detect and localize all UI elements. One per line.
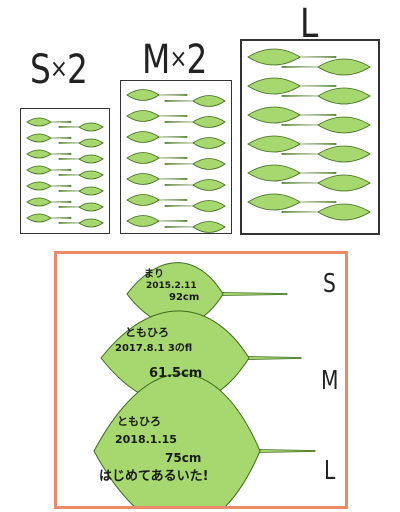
example-s-name: まり bbox=[144, 269, 164, 280]
svg-l-leaf-left-2 bbox=[247, 106, 337, 124]
example-leaf-l bbox=[93, 373, 316, 506]
svg-m-leaf-right-2 bbox=[164, 137, 226, 149]
svg-l-leaf-left-1 bbox=[247, 77, 337, 95]
svg-m-leaf-left-2 bbox=[126, 131, 188, 143]
svg-m-leaf-right-3 bbox=[164, 158, 226, 170]
svg-l-leaf-right-5 bbox=[281, 203, 371, 221]
size-label-m-letter: M bbox=[142, 37, 170, 83]
svg-s-leaf-right-2 bbox=[58, 154, 104, 164]
example-size-s: S bbox=[323, 269, 336, 299]
svg-l-leaf-left-3 bbox=[247, 135, 337, 153]
sticker-sheet-l-leaves bbox=[247, 48, 371, 221]
example-l-date: 2018.1.15 bbox=[115, 433, 177, 446]
svg-s-leaf-left-5 bbox=[26, 197, 72, 207]
svg-m-leaf-left-0 bbox=[126, 89, 188, 101]
svg-m-leaf-right-5 bbox=[164, 200, 226, 212]
svg-s-leaf-left-3 bbox=[26, 165, 72, 175]
multiply-sign: × bbox=[169, 44, 187, 74]
svg-s-leaf-right-5 bbox=[58, 202, 104, 212]
sticker-sheet-s-leaves bbox=[26, 117, 104, 228]
example-l-note: はじめてあるいた! bbox=[99, 469, 209, 484]
example-s-date: 2015.2.11 bbox=[146, 281, 197, 291]
example-s-height: 92cm bbox=[169, 292, 200, 303]
sticker-sheet-m bbox=[120, 80, 232, 234]
svg-l-leaf-left-4 bbox=[247, 164, 337, 182]
svg-m-leaf-left-6 bbox=[126, 215, 188, 227]
example-l-name: ともひろ bbox=[117, 415, 161, 428]
example-size-m: M bbox=[321, 366, 339, 396]
svg-s-leaf-left-0 bbox=[26, 117, 72, 127]
sticker-sheet-m-leaves bbox=[126, 89, 226, 233]
svg-s-leaf-right-0 bbox=[58, 122, 104, 132]
svg-m-leaf-right-1 bbox=[164, 116, 226, 128]
example-m-date: 2017.8.1 3のfl bbox=[115, 343, 193, 354]
size-label-s-letter: S bbox=[30, 47, 51, 93]
example-size-l: L bbox=[324, 456, 336, 486]
svg-l-leaf-left-0 bbox=[247, 48, 337, 66]
svg-s-leaf-left-4 bbox=[26, 181, 72, 191]
svg-l-leaf-right-1 bbox=[281, 87, 371, 105]
example-m-name: ともひろ bbox=[125, 326, 169, 339]
svg-s-leaf-left-1 bbox=[26, 133, 72, 143]
svg-m-leaf-left-5 bbox=[126, 194, 188, 206]
svg-l-leaf-right-3 bbox=[281, 145, 371, 163]
svg-s-leaf-right-3 bbox=[58, 170, 104, 180]
example-l-height: 75cm bbox=[165, 451, 202, 465]
size-label-l: L bbox=[300, 1, 318, 47]
sticker-sheet-s bbox=[20, 108, 110, 234]
example-leaf-s bbox=[126, 262, 288, 326]
svg-s-leaf-right-6 bbox=[58, 218, 104, 228]
svg-m-leaf-left-1 bbox=[126, 110, 188, 122]
svg-m-leaf-left-4 bbox=[126, 173, 188, 185]
multiply-sign: × bbox=[50, 54, 68, 84]
svg-l-leaf-left-5 bbox=[247, 193, 337, 211]
svg-m-leaf-right-0 bbox=[164, 95, 226, 107]
svg-m-leaf-right-6 bbox=[164, 221, 226, 233]
svg-l-leaf-right-4 bbox=[281, 174, 371, 192]
svg-m-leaf-right-4 bbox=[164, 179, 226, 191]
size-label-l-letter: L bbox=[300, 1, 318, 47]
svg-s-leaf-left-2 bbox=[26, 149, 72, 159]
example-panel: まり 2015.2.11 92cm ともひろ 2017.8.1 3のfl 61.… bbox=[54, 251, 348, 509]
svg-s-leaf-left-6 bbox=[26, 213, 72, 223]
size-label-m-count: 2 bbox=[186, 37, 208, 83]
svg-l-leaf-right-0 bbox=[281, 58, 371, 76]
sticker-sheet-l bbox=[240, 39, 380, 235]
example-leaves bbox=[93, 262, 316, 506]
size-label-s: S×2 bbox=[30, 47, 88, 93]
svg-l-leaf-right-2 bbox=[281, 116, 371, 134]
svg-s-leaf-right-4 bbox=[58, 186, 104, 196]
svg-s-leaf-right-1 bbox=[58, 138, 104, 148]
svg-m-leaf-left-3 bbox=[126, 152, 188, 164]
size-label-s-count: 2 bbox=[67, 47, 88, 93]
example-m-height: 61.5cm bbox=[149, 366, 203, 381]
size-label-m: M×2 bbox=[142, 40, 207, 80]
